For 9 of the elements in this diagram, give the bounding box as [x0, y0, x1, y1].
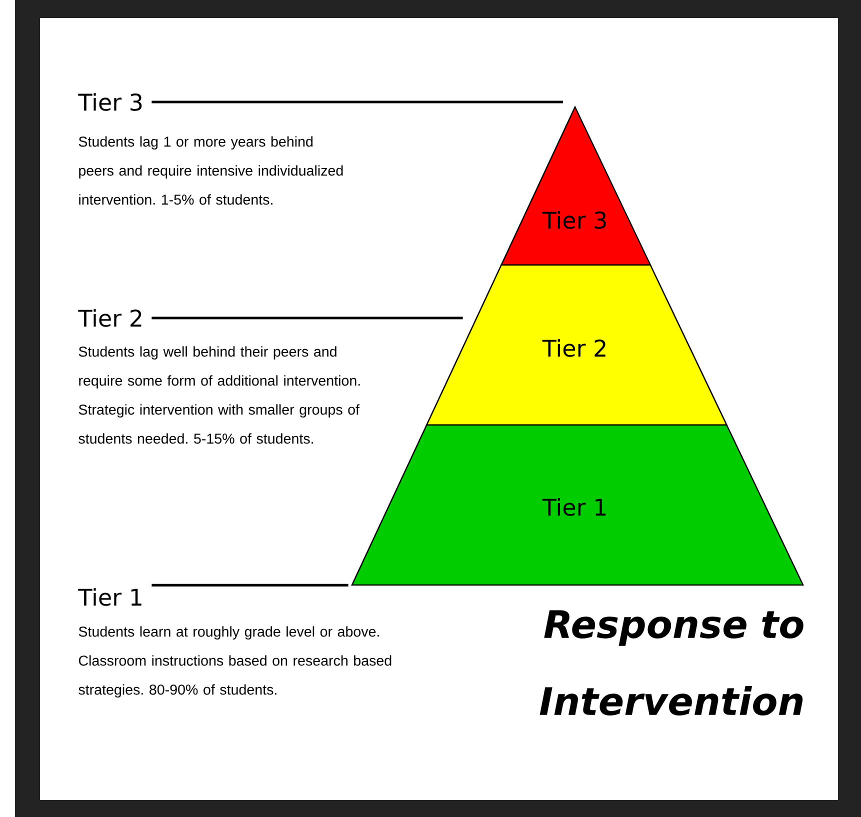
- description-text: Students lag 1 or more years behind peers and require intensive individualized intervention. 1-5% of students.: [78, 136, 343, 205]
- tier-heading: Tier 1: [78, 588, 142, 606]
- tier-heading: Tier 2: [78, 309, 142, 327]
- leader-line: [152, 316, 463, 320]
- leader-line: [152, 100, 563, 104]
- title-text: Response to Intervention: [540, 610, 804, 716]
- tier-heading: Tier 3: [78, 93, 142, 111]
- leader-line: [152, 584, 348, 586]
- description-text: Students learn at roughly grade level or above. Classroom instructions based on research based strategies. 80-90% of students.: [78, 626, 392, 698]
